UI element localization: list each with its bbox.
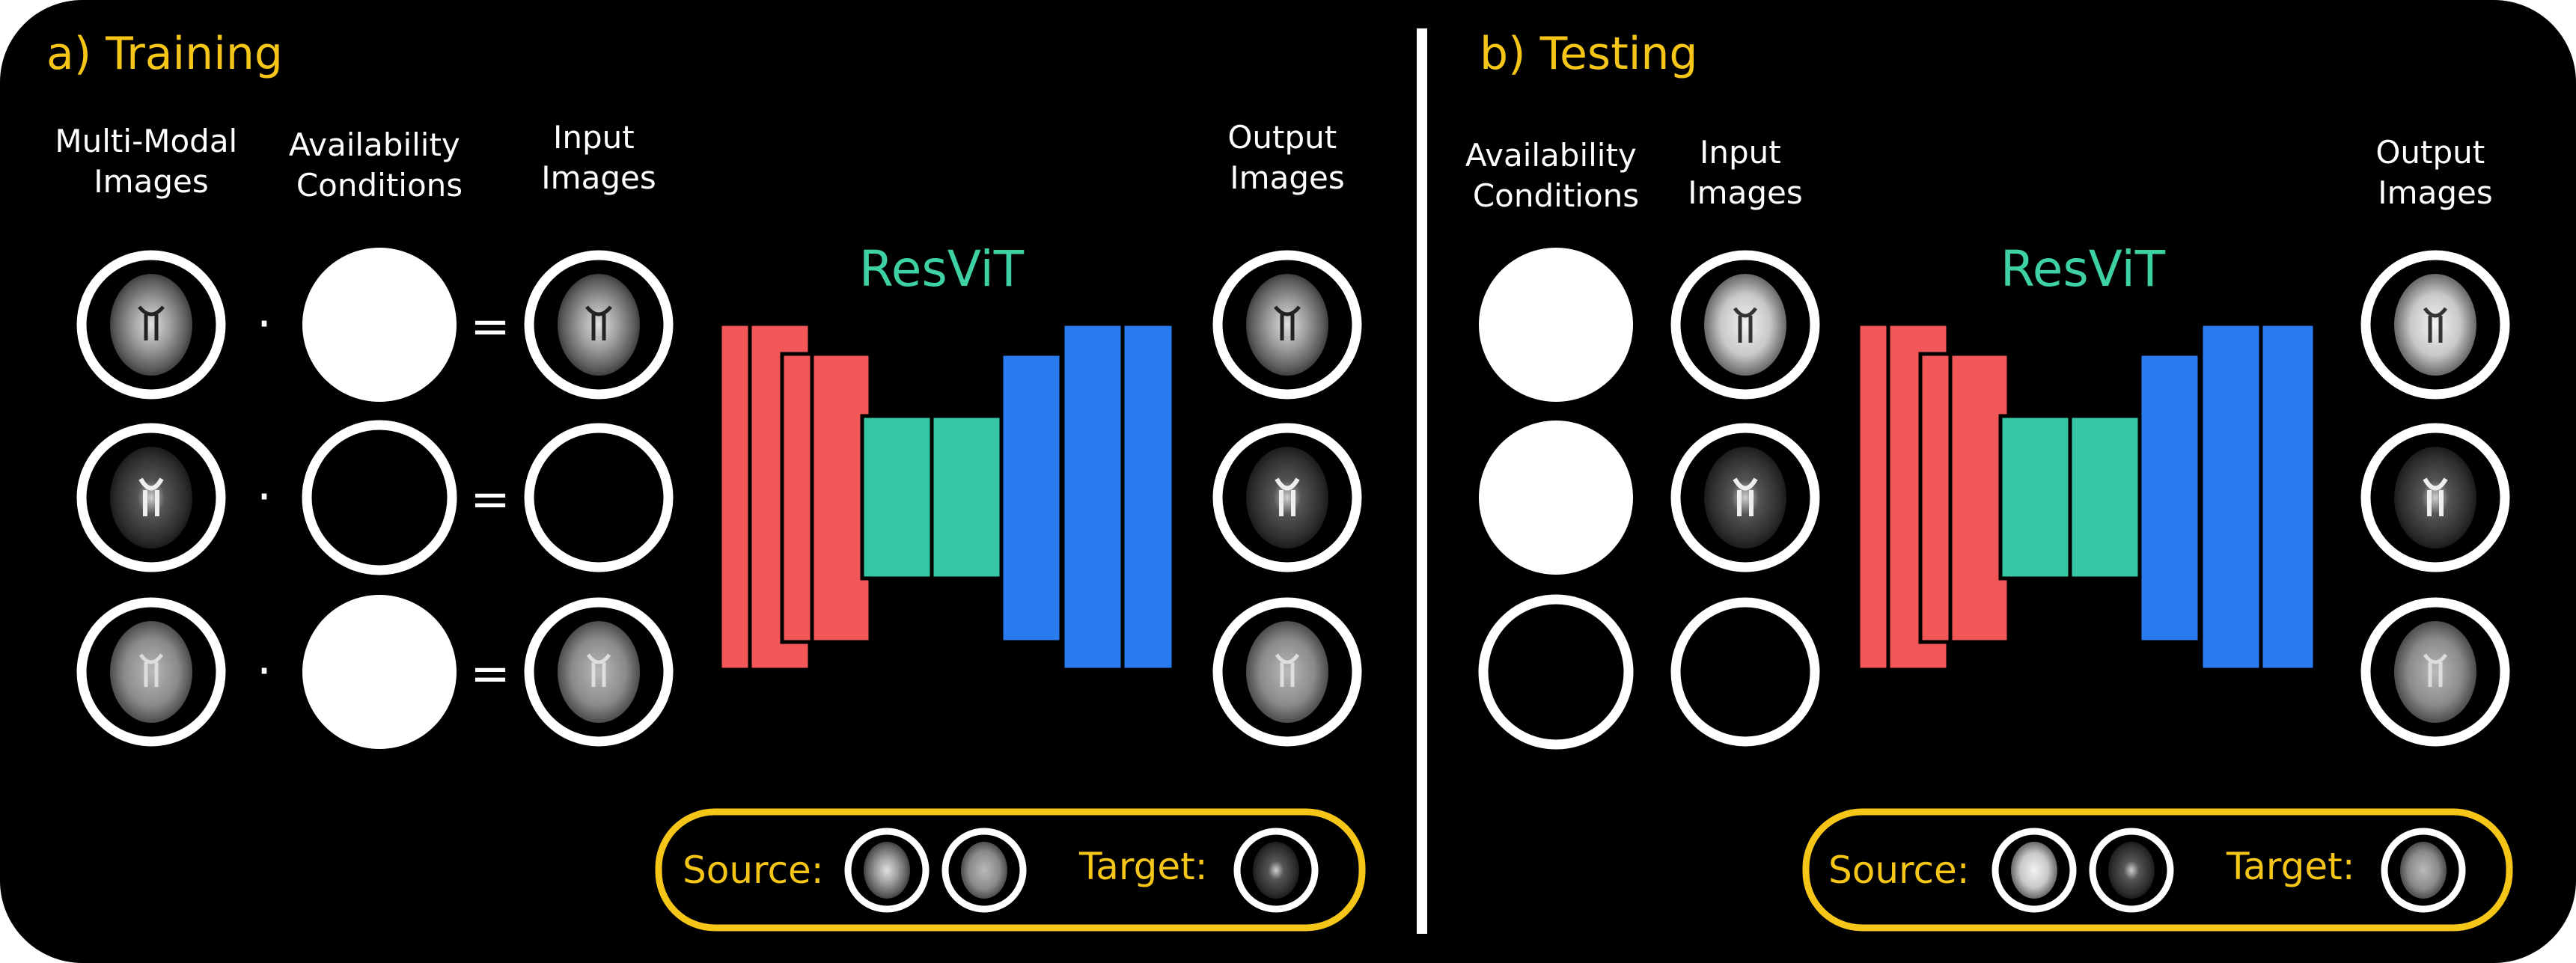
brain-t2-slice [110,447,192,548]
output-brain-t2-slice [1246,447,1328,548]
encoder-block-2 [780,352,814,644]
training-panel: a) Training Multi-Modal Images Availabil… [46,28,1366,932]
panel-divider [1417,28,1427,934]
input-missing-circle [1670,597,1820,747]
encoder-block-1 [718,322,752,672]
input-missing-circle [524,423,674,572]
training-legend: Source: Target: [655,808,1366,932]
ventricle-shape [2423,653,2448,687]
ventricle-shape [138,305,165,340]
header-multimodal: Multi-Modal Images [55,123,247,200]
output-brain-pd-slice [1246,621,1328,723]
resvit-network [718,322,1176,672]
ventricle-shape [586,653,611,687]
resvit-network [1856,322,2317,672]
output-brain-t1-slice [2394,274,2476,376]
header-input: Input Images [541,119,656,196]
header-output: Output Images [2375,134,2494,211]
encoder-block-2 [1918,352,1953,644]
header-availability: Availability Conditions [1465,137,1646,214]
input-brain-pd-slice [558,621,640,723]
input-brain-t1-slice [1704,274,1786,376]
ventricle-shape [138,477,164,516]
input-brain-t1-slice [558,274,640,376]
availability-filled-circle [302,595,457,749]
equals-operator: = [470,299,510,355]
training-output-column [1212,250,1362,747]
brain-pd-slice [110,621,192,723]
decoder-block-2-side [1120,322,1176,672]
testing-legend: Source: Target: [1802,808,2513,932]
network-label: ResViT [859,240,1025,298]
source-pd-thumb-slice [961,842,1007,899]
availability-filled-circle [302,248,457,402]
ventricle-shape [1275,653,1300,687]
network-label: ResViT [2000,240,2166,298]
ventricle-shape [2423,477,2448,516]
source-t1-thumb-slice [2011,842,2057,899]
target-t2-thumb-slice [1253,842,1299,899]
decoder-block-2 [1060,322,1125,672]
header-input: Input Images [1688,134,1802,211]
ventricle-shape [1733,477,1758,516]
ventricle-shape [1733,307,1758,343]
target-label: Target: [1078,845,1208,888]
header-availability: Availability Conditions [289,126,470,204]
input-brain-t2-slice [1704,447,1786,548]
output-brain-t2-slice [2394,447,2476,548]
availability-filled-circle [1479,248,1633,402]
availability-empty-circle [1478,594,1634,750]
training-row-2: · = [76,420,674,575]
decoder-block-1 [999,352,1063,644]
training-row-3: · = [76,595,674,749]
testing-panel: b) Testing Availability Conditions Input… [1465,28,2513,932]
dot-operator: · [257,644,272,700]
target-pd-thumb-slice [2400,842,2447,899]
decoder-block-2 [2199,322,2263,672]
legend-box [655,808,1366,932]
encoder-block-2-side [810,352,873,644]
header-output: Output Images [1227,119,1346,196]
target-label: Target: [2226,845,2355,888]
output-brain-pd-slice [2394,621,2476,723]
decoder-block-2-side [2259,322,2317,672]
training-row-1: · = [76,248,674,402]
encoder-block-1 [1856,322,1890,672]
output-brain-t1-slice [1246,274,1328,376]
brain-t1-slice [110,274,192,376]
availability-empty-circle [302,420,457,575]
dot-operator: · [257,470,272,525]
bottleneck-block-2 [930,414,1012,581]
source-t1-thumb-slice [864,842,910,899]
source-label: Source: [683,849,824,892]
ventricle-shape [2423,307,2448,343]
encoder-block-2-side [1948,352,2011,644]
training-title: a) Training [46,28,283,80]
ventricle-shape [1274,305,1301,340]
equals-operator: = [470,472,510,528]
decoder-block-1 [2137,352,2202,644]
availability-filled-circle [1479,421,1633,575]
ventricle-shape [1275,477,1300,516]
bottleneck-block-1 [860,414,942,581]
bottleneck-block-1 [1998,414,2081,581]
bottleneck-block-2 [2068,414,2150,581]
testing-title: b) Testing [1480,28,1698,80]
legend-box [1802,808,2513,932]
ventricle-shape [585,305,612,340]
ventricle-shape [138,653,164,687]
dot-operator: · [257,297,272,352]
source-t2-thumb-slice [2108,842,2155,899]
source-label: Source: [1828,849,1970,892]
equals-operator: = [470,646,510,702]
